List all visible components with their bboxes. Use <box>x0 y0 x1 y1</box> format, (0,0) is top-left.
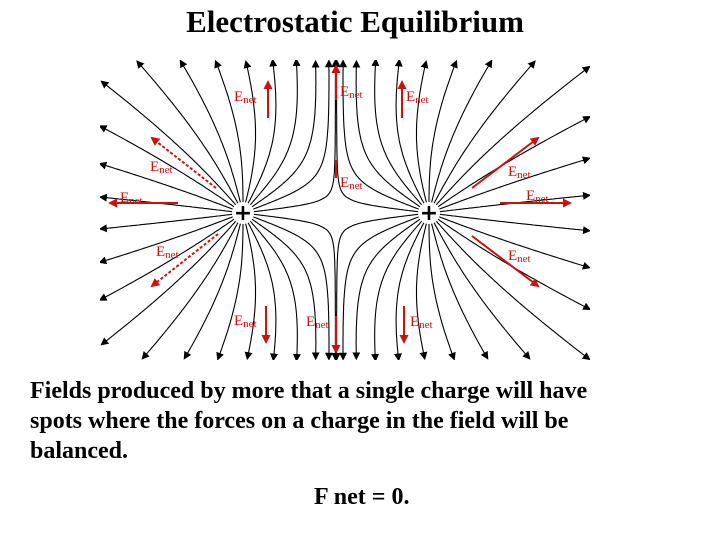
enet-label: Enet <box>150 159 173 176</box>
field-line <box>100 193 233 213</box>
caption-line: Fields produced by more that a single ch… <box>30 378 588 404</box>
field-line <box>415 223 428 360</box>
field-line <box>100 218 235 301</box>
field-line <box>179 60 241 203</box>
plus-sign: + <box>234 201 252 226</box>
enet-vector <box>150 233 219 288</box>
field-line <box>339 216 419 360</box>
plus-sign: + <box>420 201 438 226</box>
field-line <box>100 80 237 206</box>
field-line <box>437 218 590 311</box>
enet-label: Enet <box>120 190 143 207</box>
field-line <box>393 222 425 360</box>
field-line <box>216 224 244 360</box>
field-line <box>439 216 590 270</box>
field-line <box>433 60 536 204</box>
right-charge: + <box>420 201 438 226</box>
field-line <box>435 65 590 206</box>
caption-text: Fields produced by more that a single ch… <box>30 376 700 466</box>
field-line <box>339 60 419 210</box>
enet-vector <box>471 136 540 189</box>
caption-line: balanced. <box>30 438 129 464</box>
field-line <box>247 222 279 360</box>
field-line <box>439 213 590 235</box>
field-line <box>371 220 423 360</box>
field-line <box>247 60 278 204</box>
enet-vector <box>150 136 217 189</box>
field-line <box>249 220 301 360</box>
field-line <box>100 125 235 208</box>
field-line <box>253 216 333 360</box>
field-line <box>431 223 489 360</box>
field-line <box>100 220 237 346</box>
enet-label: Enet <box>508 248 531 265</box>
field-line <box>251 218 320 360</box>
field-line <box>100 161 233 210</box>
field-lines <box>100 60 590 360</box>
enet-vector <box>471 235 540 288</box>
enet-label: Enet <box>410 314 433 331</box>
field-line <box>394 60 425 204</box>
enet-label: Enet <box>340 175 363 192</box>
page-title: Electrostatic Equilibrium <box>186 4 524 39</box>
field-line <box>214 60 244 202</box>
field-line <box>431 60 493 203</box>
caption-line: spots where the forces on a charge in th… <box>30 408 569 434</box>
field-line <box>183 223 241 360</box>
field-line <box>439 156 590 210</box>
field-line <box>251 60 320 208</box>
enet-label: Enet <box>508 164 531 181</box>
field-line <box>352 60 421 208</box>
left-charge: + <box>234 201 252 226</box>
field-line <box>371 60 423 206</box>
equation: F net = 0. <box>314 484 410 510</box>
field-line <box>141 222 239 360</box>
field-line <box>249 60 301 206</box>
field-line <box>136 60 239 204</box>
field-line <box>100 216 233 265</box>
field-line <box>437 115 590 208</box>
field-line <box>352 218 421 360</box>
enet-label: Enet <box>234 313 257 330</box>
field-line <box>433 222 531 360</box>
enet-label: Enet <box>234 89 257 106</box>
field-line <box>243 60 257 203</box>
field-line <box>332 213 419 360</box>
field-line <box>428 224 456 360</box>
field-line <box>100 213 233 233</box>
enet-label: Enet <box>406 89 429 106</box>
field-line <box>435 220 590 360</box>
enet-label: Enet <box>526 188 549 205</box>
field-line <box>253 60 340 213</box>
field-line <box>253 60 333 210</box>
field-line <box>428 60 458 202</box>
field-line <box>244 223 257 360</box>
enet-label: Enet <box>340 84 363 101</box>
enet-label: Enet <box>156 244 179 261</box>
field-line-diagram: Enet Enet Enet Enet Enet Enet Enet Enet … <box>100 60 590 360</box>
field-line <box>415 60 429 203</box>
enet-label: Enet <box>306 314 329 331</box>
